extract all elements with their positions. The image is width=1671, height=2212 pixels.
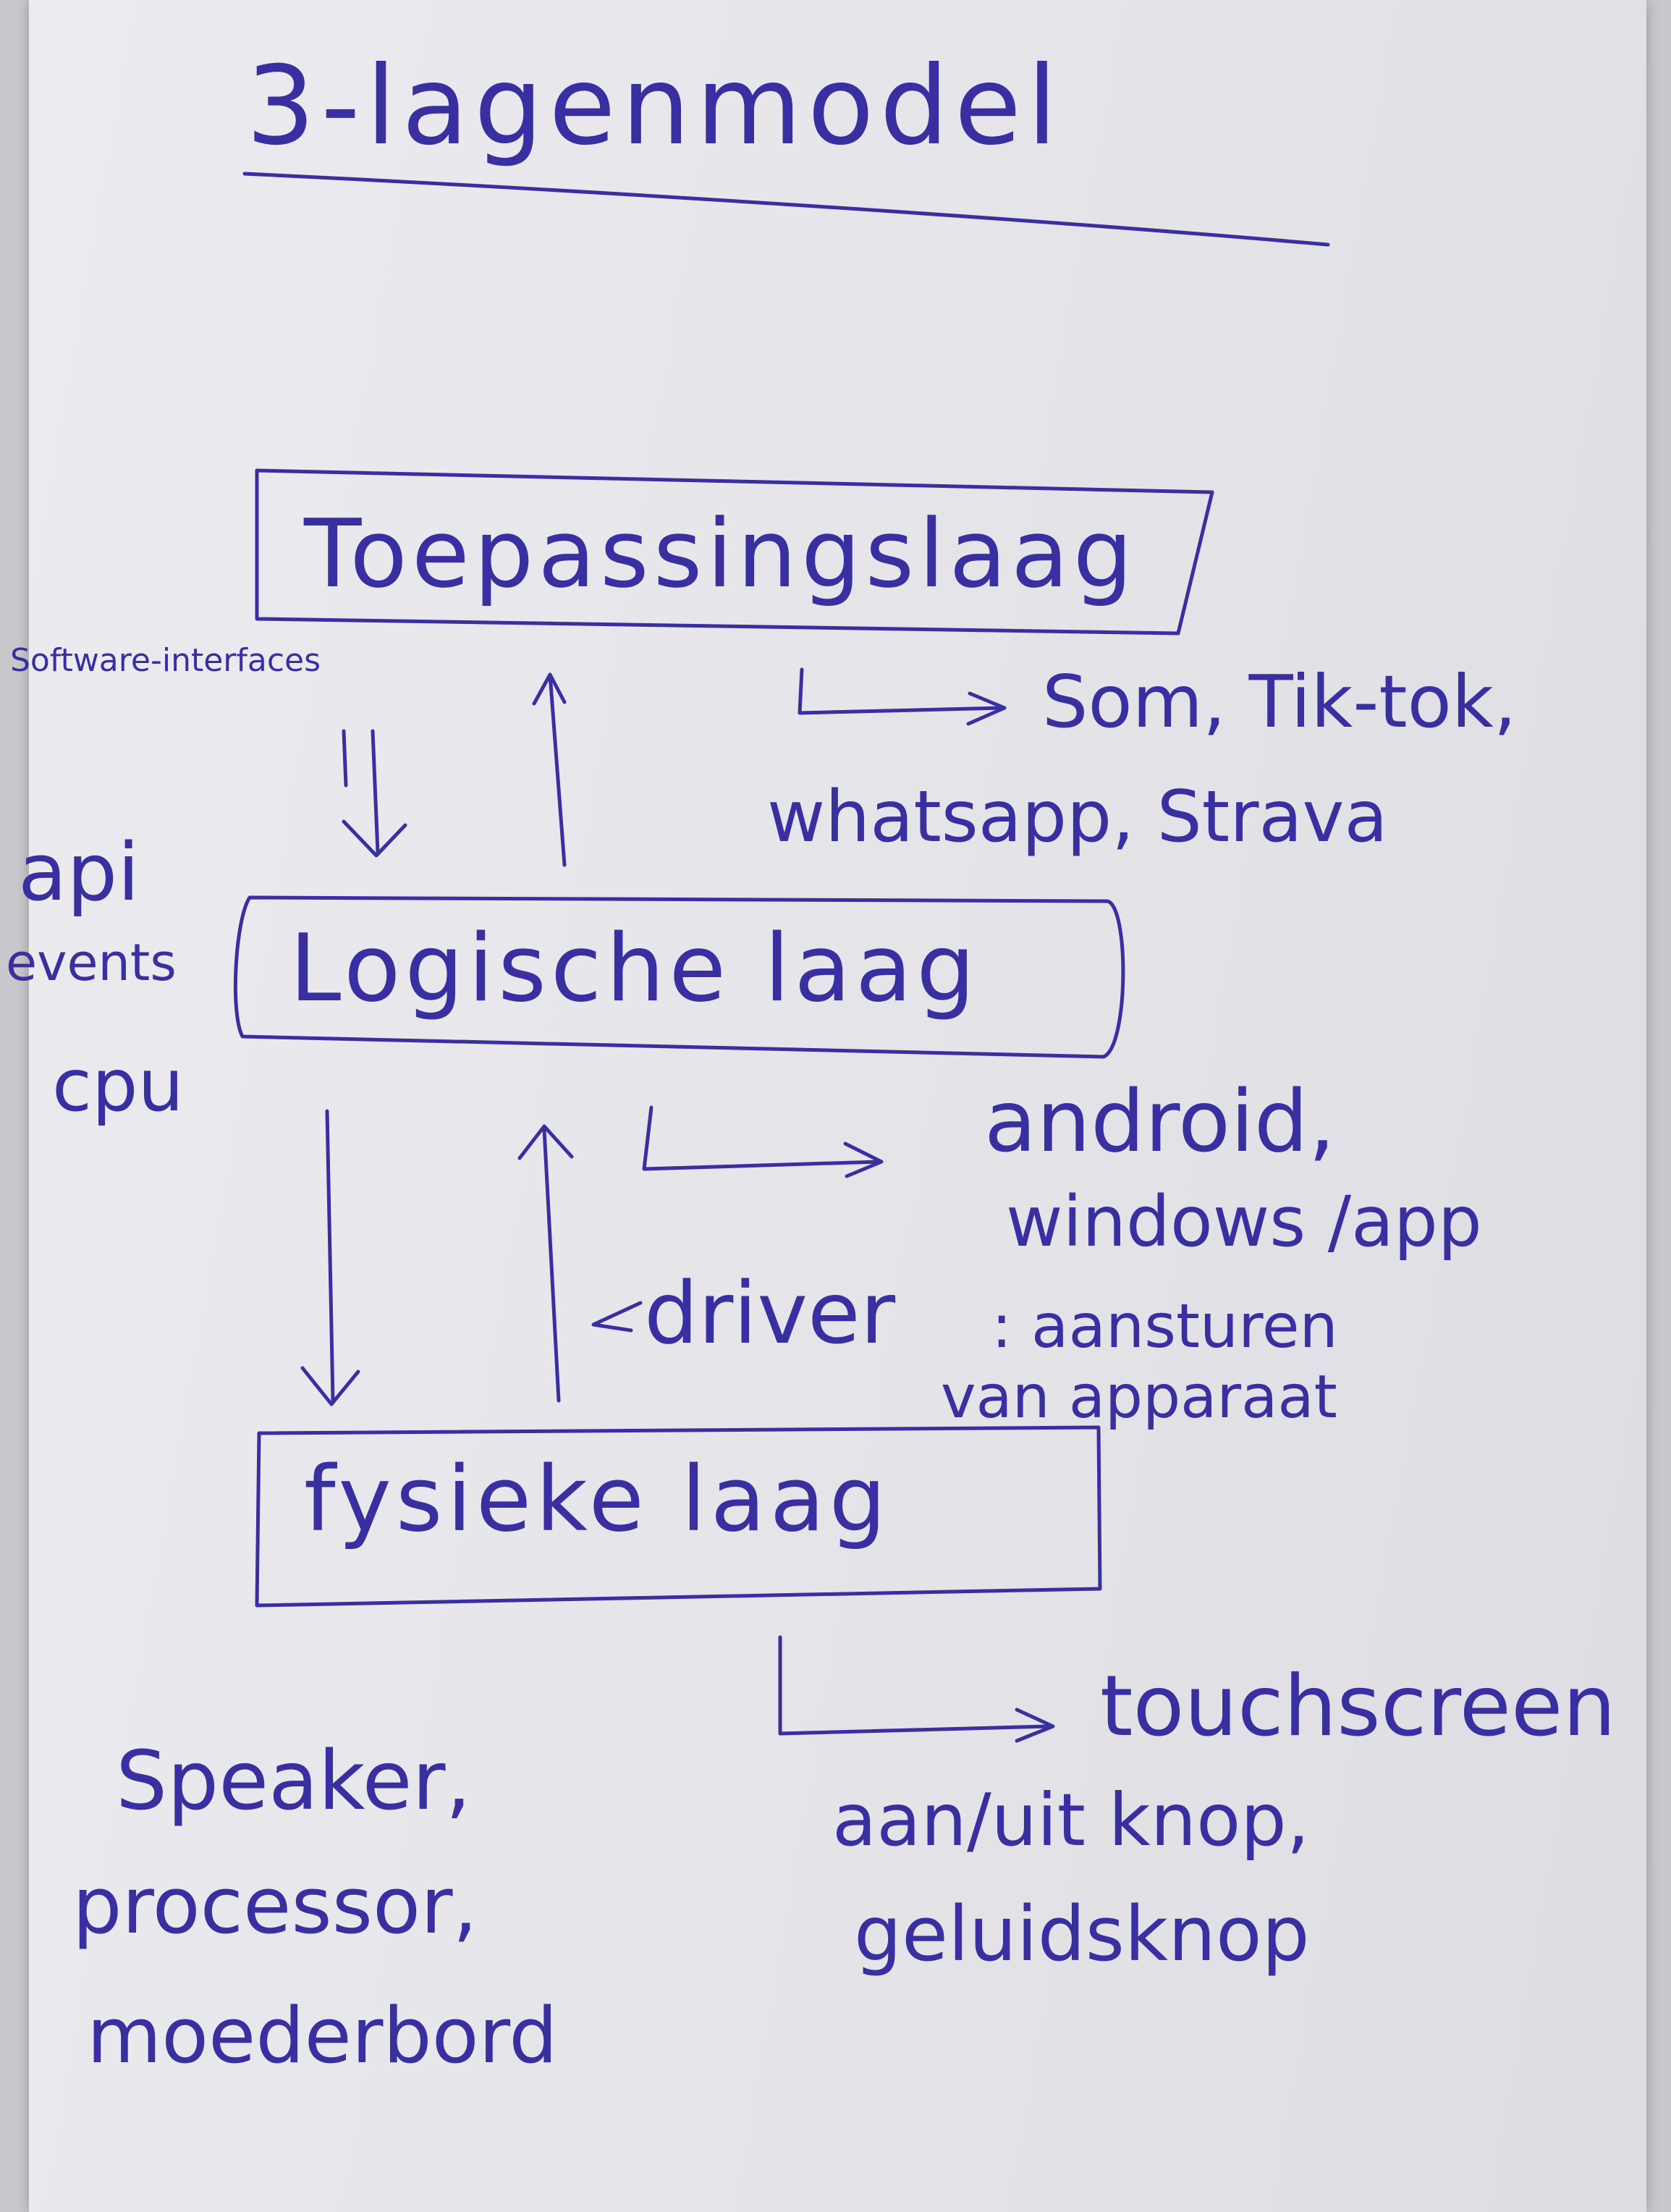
connector-top [798,667,1004,715]
note-api: api [18,826,140,919]
arrowhead-up-top [532,672,567,706]
note-events: events [6,933,177,992]
connector-bottom [778,1635,1052,1736]
box-toepassingslaag [255,468,1214,636]
connector-middle [642,1105,881,1171]
arrowhead-down-bottom [300,1366,360,1406]
arrowhead-connector-top [966,691,1007,726]
example-apps-line1: Som, Tik-tok, [1042,659,1517,744]
note-cpu: cpu [52,1043,184,1128]
note-software-interfaces: Software-interfaces [10,642,321,679]
layer-label-logische-laag: Logische laag [289,915,980,1023]
box-fysieke-laag [255,1425,1102,1608]
interfaces-bracket [342,729,348,788]
arrowhead-down-top [342,819,407,858]
example-hw-line1: touchscreen [1100,1658,1616,1755]
example-hw-line3: geluidsknop [854,1890,1310,1978]
arrowhead-connector-bottom [1015,1707,1055,1743]
driver-description-line2: van apparaat [941,1363,1337,1432]
example-apps-line2: whatsapp, Strava [767,776,1388,858]
example-os-line1: android, [984,1071,1336,1171]
arrow-down-top [371,729,380,855]
driver-description-line1: : aansturen [991,1291,1338,1362]
arrowhead-connector-middle [843,1141,884,1178]
page-title: 3-lagenmodel [246,43,1063,169]
hardware-line2: processor, [72,1861,478,1951]
arrow-down-bottom [325,1109,335,1403]
hardware-line1: Speaker, [116,1734,472,1828]
title-underline [242,172,1330,247]
layer-label-fysieke-laag: fysieke laag [304,1448,891,1552]
arrowhead-up-bottom [517,1124,574,1160]
paper-sheet [29,0,1646,2212]
box-logische-laag [233,895,1125,1059]
driver-label: driver [644,1263,896,1363]
arrow-up-bottom [542,1127,561,1403]
layer-label-toepassingslaag: Toepassingslaag [304,499,1138,609]
example-hw-line2: aan/uit knop, [832,1778,1310,1862]
arrow-up-top [548,672,567,867]
example-os-line2: windows /app [1006,1181,1482,1262]
driver-pointer [591,1301,643,1333]
hardware-line3: moederbord [87,1991,558,2080]
